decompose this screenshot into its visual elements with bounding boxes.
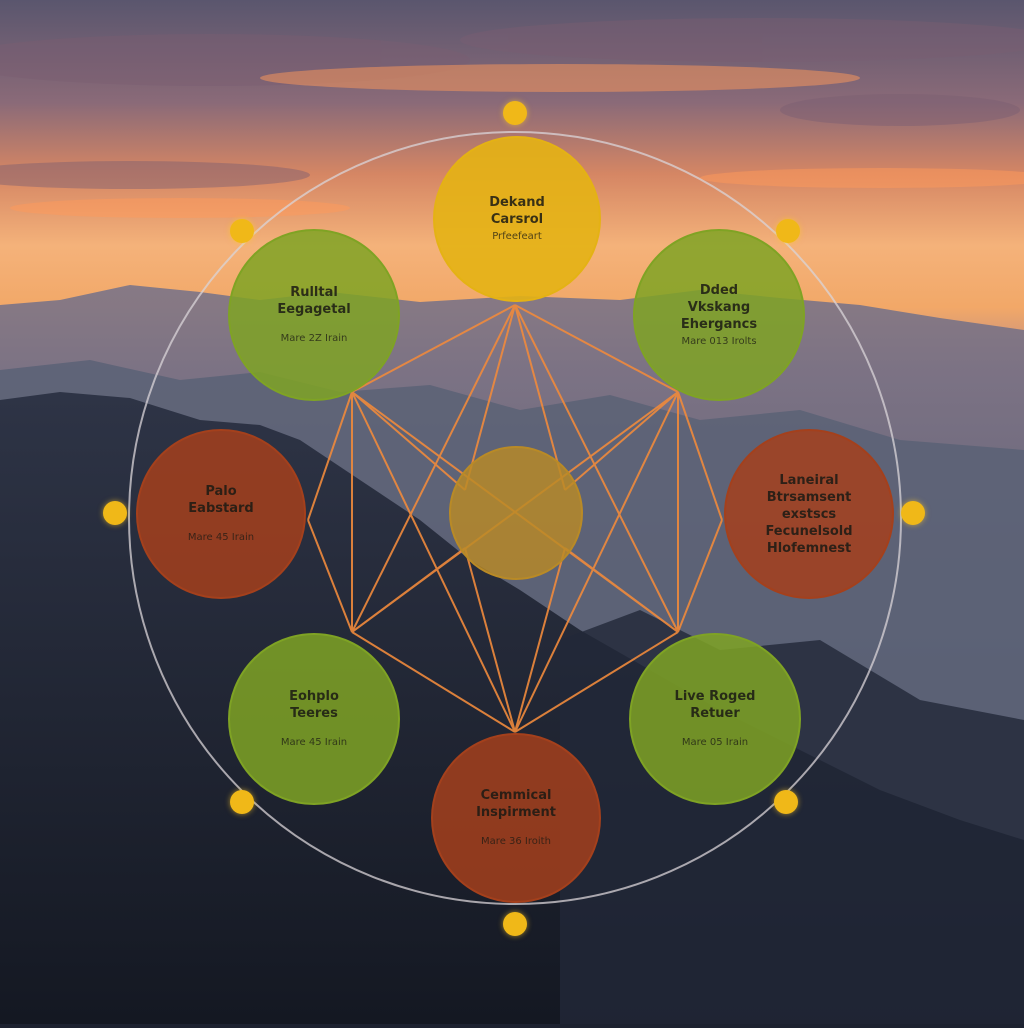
node-lower-right-label: Live Roged Retuer — [674, 689, 756, 721]
node-upper-right[interactable]: Dded Vkskang Ehergancs Mare 013 Irolts — [633, 229, 805, 401]
node-upper-right-sub: Mare 013 Irolts — [681, 335, 757, 347]
outer-ring — [128, 131, 902, 905]
connector-line-1 — [351, 304, 516, 393]
connector-line-12 — [564, 391, 679, 491]
connector-line-11 — [351, 391, 466, 491]
connector-line-2 — [514, 304, 679, 393]
ring-dot-upper-right — [776, 219, 800, 243]
ring-dot-upper-left — [230, 219, 254, 243]
connector-line-20 — [514, 547, 566, 733]
connector-line-5 — [464, 304, 516, 491]
node-top-sub: Prfeefeart — [492, 231, 542, 242]
node-left[interactable]: Palo Eabstard Mare 45 Irain — [136, 429, 306, 599]
connector-line-13 — [351, 547, 466, 633]
connector-line-23 — [677, 391, 723, 521]
connector-line-18 — [514, 391, 679, 733]
ring-dot-lower-right — [774, 790, 798, 814]
connector-line-24 — [677, 519, 723, 633]
node-left-label: Palo Eabstard — [188, 484, 254, 516]
ring-dot-lower-left — [230, 790, 254, 814]
node-lower-right-sub: Mare 05 Irain — [681, 737, 749, 748]
node-center[interactable] — [449, 446, 583, 580]
connector-line-15 — [351, 631, 516, 733]
connector-line-3 — [351, 304, 516, 633]
node-top-label: Dekand Carsrol — [489, 195, 545, 227]
ring-dot-bottom — [503, 912, 527, 936]
cloud-glow — [10, 64, 1024, 218]
connector-lines — [307, 304, 723, 733]
ring-dot-left — [103, 501, 127, 525]
node-lower-right[interactable]: Live Roged Retuer Mare 05 Irain — [629, 633, 801, 805]
connector-line-19 — [464, 547, 516, 733]
connector-line-14 — [564, 547, 679, 633]
ring-dot-top — [503, 101, 527, 125]
node-right-label: Laneiral Btrsamsent exstscs Fecunelsold … — [765, 472, 853, 556]
connector-line-4 — [514, 304, 679, 633]
node-bottom-label: Cemmical Inspirment — [476, 788, 556, 820]
connector-line-21 — [307, 391, 353, 521]
node-right[interactable]: Laneiral Btrsamsent exstscs Fecunelsold … — [724, 429, 894, 599]
node-bottom-sub: Mare 36 Iroith — [481, 836, 551, 847]
node-lower-left[interactable]: Eohplo Teeres Mare 45 Irain — [228, 633, 400, 805]
node-upper-left[interactable]: Rulltal Eegagetal Mare 2Z Irain — [228, 229, 400, 401]
node-upper-left-sub: Mare 2Z Irain — [280, 333, 348, 344]
connector-line-16 — [514, 631, 679, 733]
connector-line-17 — [351, 391, 516, 733]
node-lower-left-label: Eohplo Teeres — [289, 689, 339, 721]
node-top[interactable]: Dekand Carsrol Prfeefeart — [433, 136, 601, 302]
node-left-sub: Mare 45 Irain — [187, 532, 255, 543]
node-upper-left-label: Rulltal Eegagetal — [277, 285, 351, 317]
node-bottom[interactable]: Cemmical Inspirment Mare 36 Iroith — [431, 733, 601, 903]
node-lower-left-sub: Mare 45 Irain — [280, 737, 348, 748]
connector-line-22 — [307, 519, 353, 633]
node-upper-right-label: Dded Vkskang Ehergancs — [680, 282, 758, 332]
ring-dot-right — [901, 501, 925, 525]
